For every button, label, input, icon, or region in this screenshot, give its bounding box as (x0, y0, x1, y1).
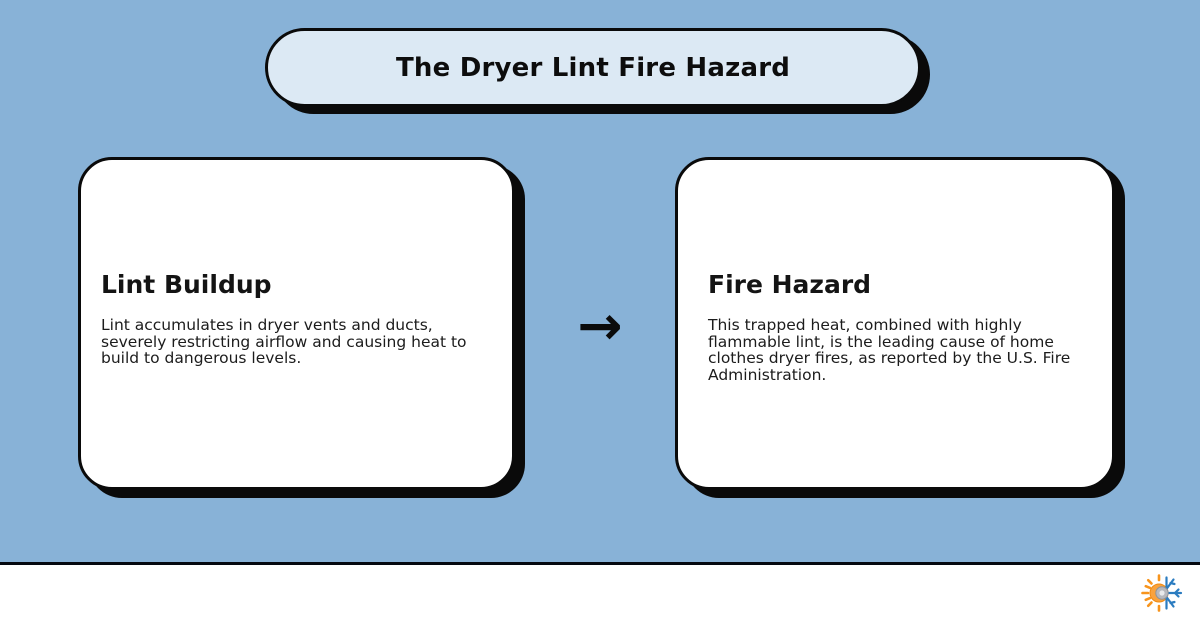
footer-divider (0, 562, 1200, 565)
card-body-fire-hazard: This trapped heat, combined with highly … (708, 316, 1071, 384)
card-title-fire-hazard: Fire Hazard (708, 270, 872, 299)
title-banner: The Dryer Lint Fire Hazard (265, 28, 921, 107)
footer-bar (0, 565, 1200, 630)
right-arrow-icon: → (577, 293, 623, 357)
sun-snowflake-hvac-logo-icon (1141, 574, 1183, 612)
page-title: The Dryer Lint Fire Hazard (395, 52, 791, 83)
card-content: Lint Buildup Lint accumulates in dryer v… (101, 270, 486, 367)
card-content: Fire Hazard This trapped heat, combined … (708, 270, 1090, 383)
card-fire-hazard: Fire Hazard This trapped heat, combined … (675, 157, 1115, 490)
card-body-lint-buildup: Lint accumulates in dryer vents and duct… (101, 316, 467, 367)
card-title-lint-buildup: Lint Buildup (101, 270, 272, 299)
card-lint-buildup: Lint Buildup Lint accumulates in dryer v… (78, 157, 515, 490)
